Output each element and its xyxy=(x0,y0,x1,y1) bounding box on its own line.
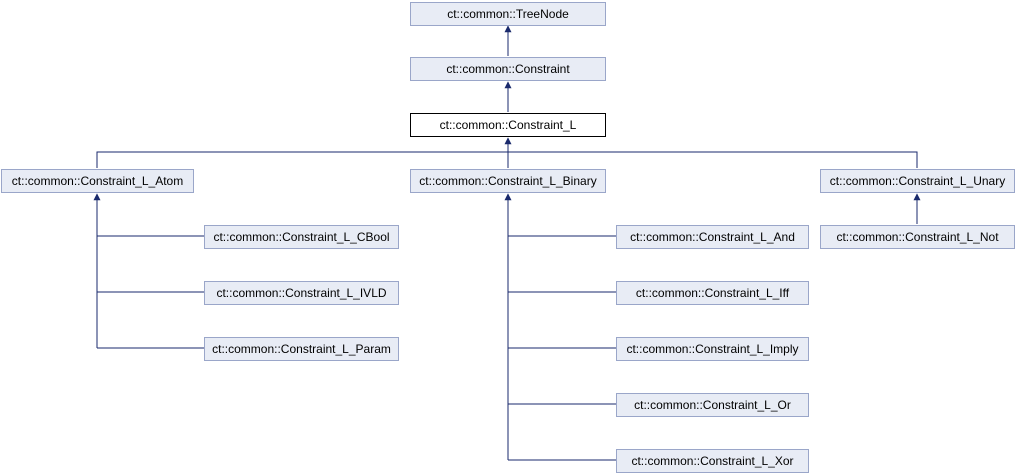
node-constraint-l-iff[interactable]: ct::common::Constraint_L_Iff xyxy=(616,281,809,305)
node-constraint-l-param[interactable]: ct::common::Constraint_L_Param xyxy=(204,337,399,361)
node-constraint-l-and[interactable]: ct::common::Constraint_L_And xyxy=(616,225,809,249)
node-constraint-l-xor[interactable]: ct::common::Constraint_L_Xor xyxy=(616,449,809,473)
node-treenode[interactable]: ct::common::TreeNode xyxy=(410,2,606,26)
node-constraint-l-binary[interactable]: ct::common::Constraint_L_Binary xyxy=(410,169,606,193)
node-constraint-l-cbool[interactable]: ct::common::Constraint_L_CBool xyxy=(204,225,399,249)
edge-unary-to-constraint-l xyxy=(508,151,918,168)
node-constraint-l-atom[interactable]: ct::common::Constraint_L_Atom xyxy=(1,169,194,193)
edge-atom-to-constraint-l xyxy=(96,151,508,168)
node-constraint-l: ct::common::Constraint_L xyxy=(410,113,606,137)
node-constraint-l-imply[interactable]: ct::common::Constraint_L_Imply xyxy=(616,337,809,361)
node-constraint-l-unary[interactable]: ct::common::Constraint_L_Unary xyxy=(820,169,1015,193)
node-constraint-l-not[interactable]: ct::common::Constraint_L_Not xyxy=(820,225,1015,249)
node-constraint-l-or[interactable]: ct::common::Constraint_L_Or xyxy=(616,393,809,417)
node-constraint-l-ivld[interactable]: ct::common::Constraint_L_IVLD xyxy=(204,281,399,305)
node-constraint[interactable]: ct::common::Constraint xyxy=(410,57,606,81)
